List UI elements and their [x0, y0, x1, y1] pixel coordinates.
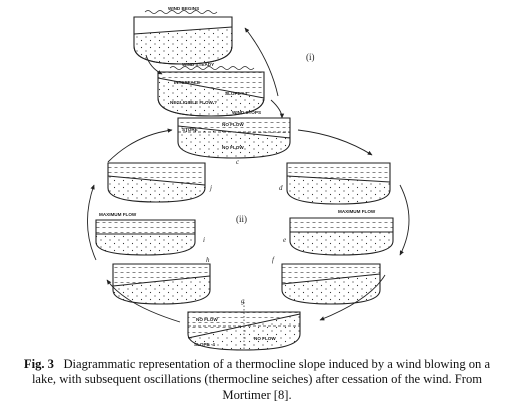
thermocline-diagram: WIND BEGINS WIND STEADY INTERFACE SLOPE … — [87, 6, 410, 351]
basin-e: MAXIMUM FLOW e — [283, 209, 394, 256]
label-slope: SLOPE +4 — [225, 91, 248, 96]
basin-wind-stops: WIND STOPS STORE NO FLOW NO FLOW c — [177, 110, 291, 166]
letter-h: h — [206, 256, 210, 264]
label-maximum-flow-right: MAXIMUM FLOW — [338, 209, 376, 214]
label-interface: INTERFACE — [174, 80, 200, 85]
letter-e: e — [283, 236, 286, 244]
figure-caption: Fig. 3 Diagrammatic representation of a … — [22, 357, 492, 403]
label-negligible-flow: NEGLIGIBLE FLOW ? — [170, 100, 217, 105]
phase-i-arrows — [145, 27, 285, 119]
letter-c: c — [236, 158, 240, 166]
letter-g: g — [241, 297, 245, 305]
label-store: STORE — [182, 127, 198, 132]
basin-j: j — [107, 162, 212, 203]
label-no-flow-g-bottom: NO FLOW — [254, 336, 276, 341]
label-maximum-flow-left: MAXIMUM FLOW — [99, 212, 137, 217]
label-phase-ii: (ii) — [236, 214, 247, 224]
phase-ii-cycle-arrows — [87, 128, 410, 323]
letter-i: i — [203, 236, 205, 244]
basin-d: d — [279, 162, 391, 205]
basin-h: h — [112, 256, 211, 305]
basin-wind-steady: WIND STEADY INTERFACE SLOPE +4 NEGLIGIBL… — [157, 62, 265, 117]
basin-wind-begins: WIND BEGINS — [133, 6, 233, 65]
basin-f: f — [272, 256, 381, 305]
label-wind-begins: WIND BEGINS — [168, 6, 199, 11]
label-wind-stops: WIND STOPS — [232, 110, 261, 115]
letter-j: j — [209, 184, 212, 192]
letter-d: d — [279, 184, 283, 192]
label-slope-neg: SLOPE -4 — [194, 342, 215, 347]
letter-f: f — [272, 256, 275, 264]
figure-number: Fig. 3 — [23, 357, 54, 371]
label-phase-i: (i) — [306, 52, 315, 62]
basin-g: NO FLOW NO FLOW SLOPE -4 g — [187, 297, 301, 351]
caption-text: Diagrammatic representation of a thermoc… — [31, 357, 491, 402]
basin-i: MAXIMUM FLOW i — [95, 212, 205, 256]
label-no-flow-g-top: NO FLOW — [196, 317, 218, 322]
label-wind-steady: WIND STEADY — [182, 62, 214, 67]
label-no-flow-top: NO FLOW — [222, 122, 244, 127]
label-no-flow-bottom: NO FLOW — [222, 145, 244, 150]
